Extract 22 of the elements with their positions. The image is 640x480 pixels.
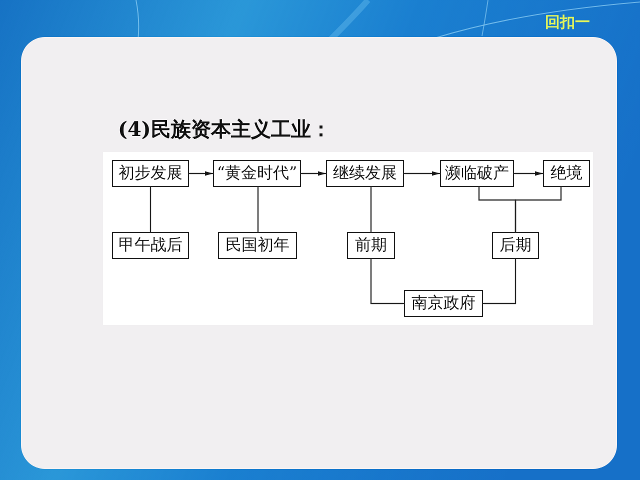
text-box: 后期 [492, 232, 539, 259]
arrow [404, 171, 440, 176]
connector-line [150, 187, 152, 232]
text-box: 继续发展 [326, 160, 404, 187]
text-box: 前期 [347, 232, 395, 259]
heading: (4)民族资本主义工业： [118, 116, 331, 143]
header-label: 回扣一 [545, 13, 590, 32]
text-box: 民国初年 [218, 232, 297, 259]
connector-line [514, 187, 562, 232]
text-box: 初步发展 [112, 160, 189, 187]
arrow [189, 171, 213, 176]
connector-line [257, 187, 259, 232]
connector-line [370, 259, 404, 304]
connector-line [483, 259, 516, 304]
text-box: 绝境 [543, 160, 590, 187]
text-box: 濒临破产 [440, 160, 514, 187]
connector-line [370, 187, 372, 232]
arrow [514, 171, 543, 176]
arrow [301, 171, 326, 176]
text-box: 甲午战后 [112, 232, 189, 259]
text-box: “黄金时代” [213, 160, 301, 187]
text-box: 南京政府 [404, 290, 483, 317]
